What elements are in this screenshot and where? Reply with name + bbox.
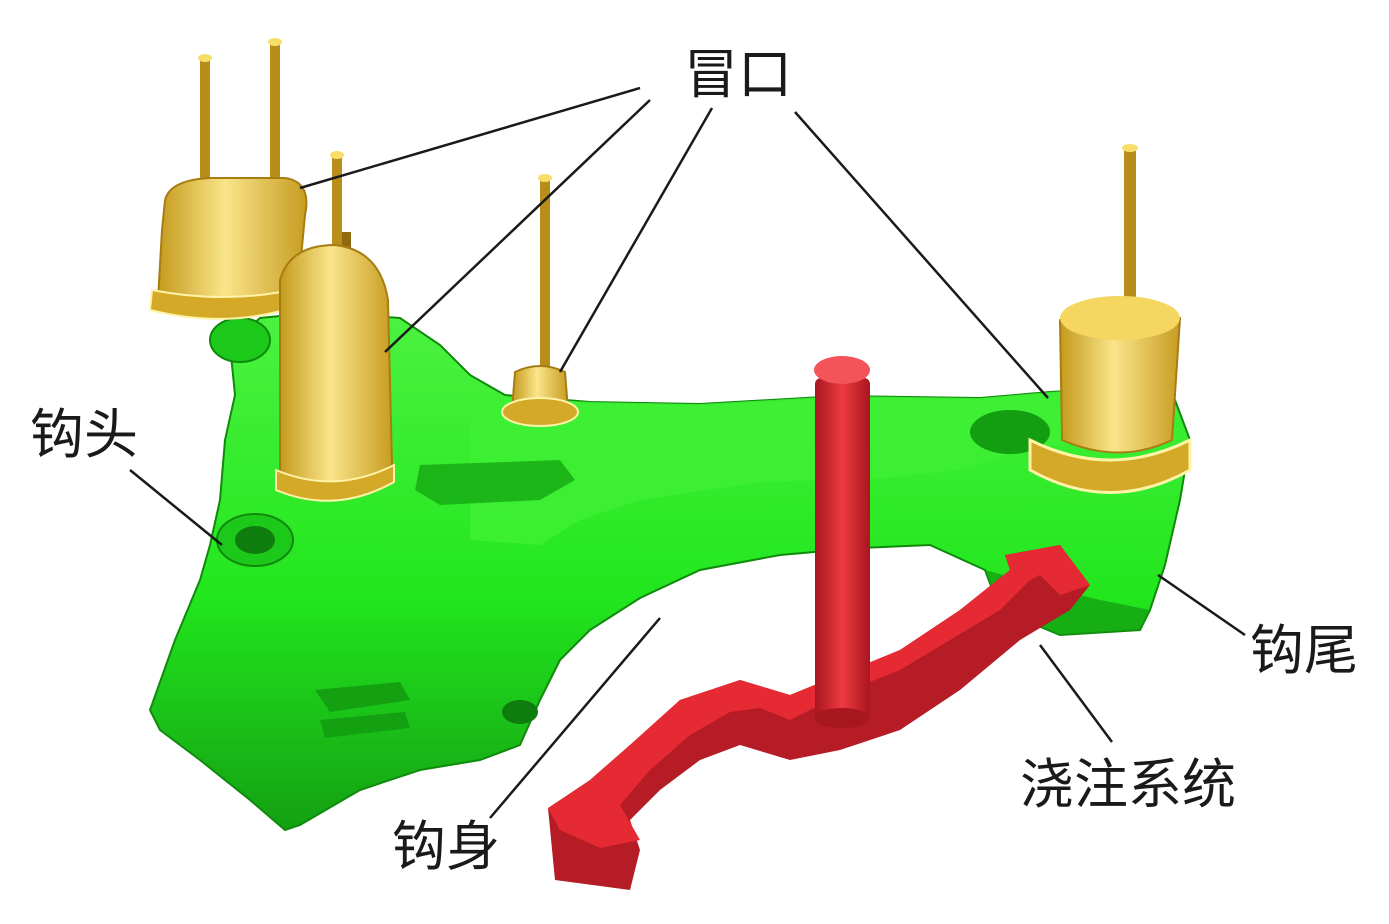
- body-recess: [415, 460, 575, 505]
- label-hook-body: 钩身: [392, 815, 500, 878]
- riser-leader-line: [299, 86, 641, 190]
- riser-pin: [1124, 148, 1136, 323]
- gating-sprue-top: [814, 356, 870, 384]
- hook-tail-leader-line: [1157, 573, 1246, 637]
- riser-leader-line: [384, 99, 651, 353]
- risers: [148, 38, 1192, 502]
- riser-body: [279, 243, 394, 489]
- leader-lines: [129, 86, 1246, 819]
- label-hook-head: 钩头: [30, 403, 138, 466]
- hook-head-hole-inner: [235, 526, 275, 554]
- hook-head-leader-line: [129, 469, 223, 546]
- riser-right: [1028, 144, 1192, 494]
- body-rib-lower: [315, 682, 410, 738]
- hook-body-leader-line: [489, 617, 661, 819]
- riser-pin-tip: [538, 174, 552, 182]
- riser-top: [1060, 296, 1180, 340]
- riser-pin-tip: [268, 38, 282, 46]
- riser-pin: [540, 178, 550, 373]
- gating-system-shape: [548, 356, 1090, 890]
- gating-sprue: [815, 378, 870, 718]
- upper-boss: [209, 317, 271, 363]
- riser-top-left: [148, 38, 308, 320]
- label-riser: 冒口: [684, 43, 792, 106]
- label-hook-tail: 钩尾: [1250, 619, 1358, 682]
- riser-pin-tip: [198, 54, 212, 62]
- gating-sprue-base: [814, 708, 870, 728]
- riser-base: [275, 463, 395, 502]
- riser-pin: [200, 58, 210, 193]
- riser-leader-line: [558, 107, 714, 373]
- bottom-hole: [502, 700, 538, 724]
- riser-pin: [270, 42, 280, 182]
- riser-pin-tip: [330, 151, 344, 159]
- riser-base: [501, 397, 579, 427]
- label-gating-system: 浇注系统: [1020, 753, 1236, 816]
- riser-pin-tip: [1122, 144, 1138, 152]
- riser-center-small: [501, 174, 579, 427]
- riser-middle-left: [275, 151, 395, 502]
- riser-leader-line: [794, 111, 1049, 399]
- gating-system-leader-line: [1038, 644, 1114, 743]
- riser-base: [1028, 437, 1192, 494]
